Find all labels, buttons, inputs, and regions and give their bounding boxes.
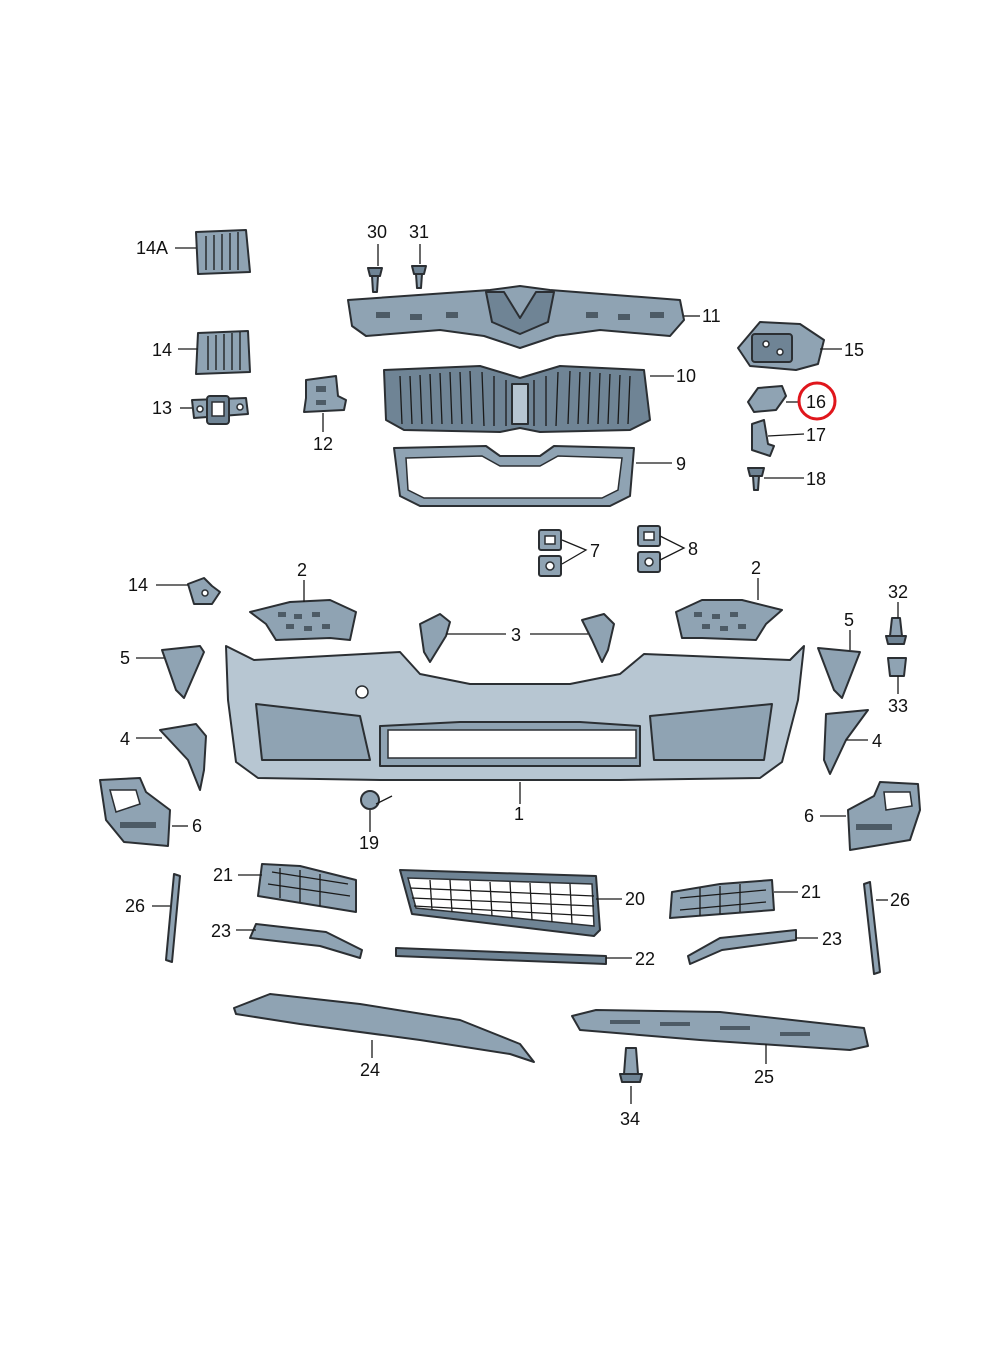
- part-17-shape: [751, 419, 775, 457]
- part-16-shape: [747, 385, 787, 413]
- label-10: 10: [676, 366, 696, 386]
- part-4-right-shape: [823, 709, 869, 775]
- label-18: 18: [806, 469, 826, 489]
- part-4-left-shape: [159, 723, 207, 791]
- part-3-left-shape: [419, 613, 451, 663]
- part-10-shape: [383, 365, 651, 433]
- label-24: 24: [360, 1060, 380, 1080]
- label-25: 25: [754, 1067, 774, 1087]
- label-8: 8: [688, 539, 698, 559]
- part-22-shape: [395, 947, 607, 965]
- label-3: 3: [511, 625, 521, 645]
- label-6-left: 6: [192, 816, 202, 836]
- part-14-clip-shape: [187, 577, 221, 605]
- part-2-right-shape: [675, 599, 783, 641]
- label-33: 33: [888, 696, 908, 716]
- part-14-insert-shape: [195, 330, 251, 375]
- label-20: 20: [625, 889, 645, 909]
- label-32: 32: [888, 582, 908, 602]
- part-23-right-shape: [687, 929, 797, 965]
- part-19-shape: [360, 790, 393, 810]
- label-21-right: 21: [801, 882, 821, 902]
- part-14a-shape: [195, 229, 251, 275]
- label-1: 1: [514, 804, 524, 824]
- part-24-shape: [233, 993, 535, 1063]
- label-19: 19: [359, 833, 379, 853]
- part-25-shape: [571, 1009, 869, 1051]
- label-12: 12: [313, 434, 333, 454]
- label-21-left: 21: [213, 865, 233, 885]
- part-7-shapes: [538, 529, 562, 577]
- label-4-left: 4: [120, 729, 130, 749]
- part-15-shape: [737, 321, 825, 371]
- label-9: 9: [676, 454, 686, 474]
- leader-lines: [136, 244, 899, 1104]
- label-6-right: 6: [804, 806, 814, 826]
- part-21-left-shape: [257, 863, 357, 913]
- label-34: 34: [620, 1109, 640, 1129]
- part-23-left-shape: [249, 923, 363, 959]
- part-26-right-shape: [863, 881, 881, 975]
- label-22: 22: [635, 949, 655, 969]
- part-5-left-shape: [161, 645, 205, 699]
- label-2-right: 2: [751, 558, 761, 578]
- part-5-right-shape: [817, 647, 861, 699]
- label-11: 11: [702, 306, 721, 326]
- part-6-right-shape: [847, 781, 921, 851]
- part-26-left-shape: [165, 873, 181, 963]
- label-5-right: 5: [844, 610, 854, 630]
- part-20-shape: [399, 869, 601, 937]
- screw-34-shape: [619, 1047, 643, 1083]
- part-8-shapes: [637, 525, 661, 573]
- screw-30-shape: [367, 267, 383, 293]
- part-3-right-shape: [581, 613, 615, 663]
- part-11-shape: [347, 285, 685, 349]
- label-16: 16: [806, 392, 826, 412]
- label-14-upper: 14: [152, 340, 172, 360]
- screw-18-shape: [747, 467, 765, 491]
- label-26-left: 26: [125, 896, 145, 916]
- highlight-circle-16: [797, 381, 837, 421]
- label-15: 15: [844, 340, 864, 360]
- screw-32-shape: [885, 617, 907, 645]
- part-6-left-shape: [99, 777, 171, 847]
- label-23-left: 23: [211, 921, 231, 941]
- label-17: 17: [806, 425, 826, 445]
- part-13-shape: [191, 395, 249, 425]
- screw-31-shape: [411, 265, 427, 289]
- label-14a: 14A: [136, 238, 168, 258]
- part-12-shape: [303, 375, 347, 413]
- label-2-left: 2: [297, 560, 307, 580]
- label-31: 31: [409, 222, 429, 242]
- label-23-right: 23: [822, 929, 842, 949]
- nut-33-shape: [887, 657, 907, 677]
- part-1-bumper-shape: [225, 645, 805, 781]
- part-21-right-shape: [669, 879, 775, 919]
- part-9-shape: [393, 445, 635, 507]
- part-2-left-shape: [249, 599, 357, 641]
- label-13: 13: [152, 398, 172, 418]
- label-26-right: 26: [890, 890, 910, 910]
- label-4-right: 4: [872, 731, 882, 751]
- label-7: 7: [590, 541, 600, 561]
- label-14-lower: 14: [128, 575, 148, 595]
- label-5-left: 5: [120, 648, 130, 668]
- label-30: 30: [367, 222, 387, 242]
